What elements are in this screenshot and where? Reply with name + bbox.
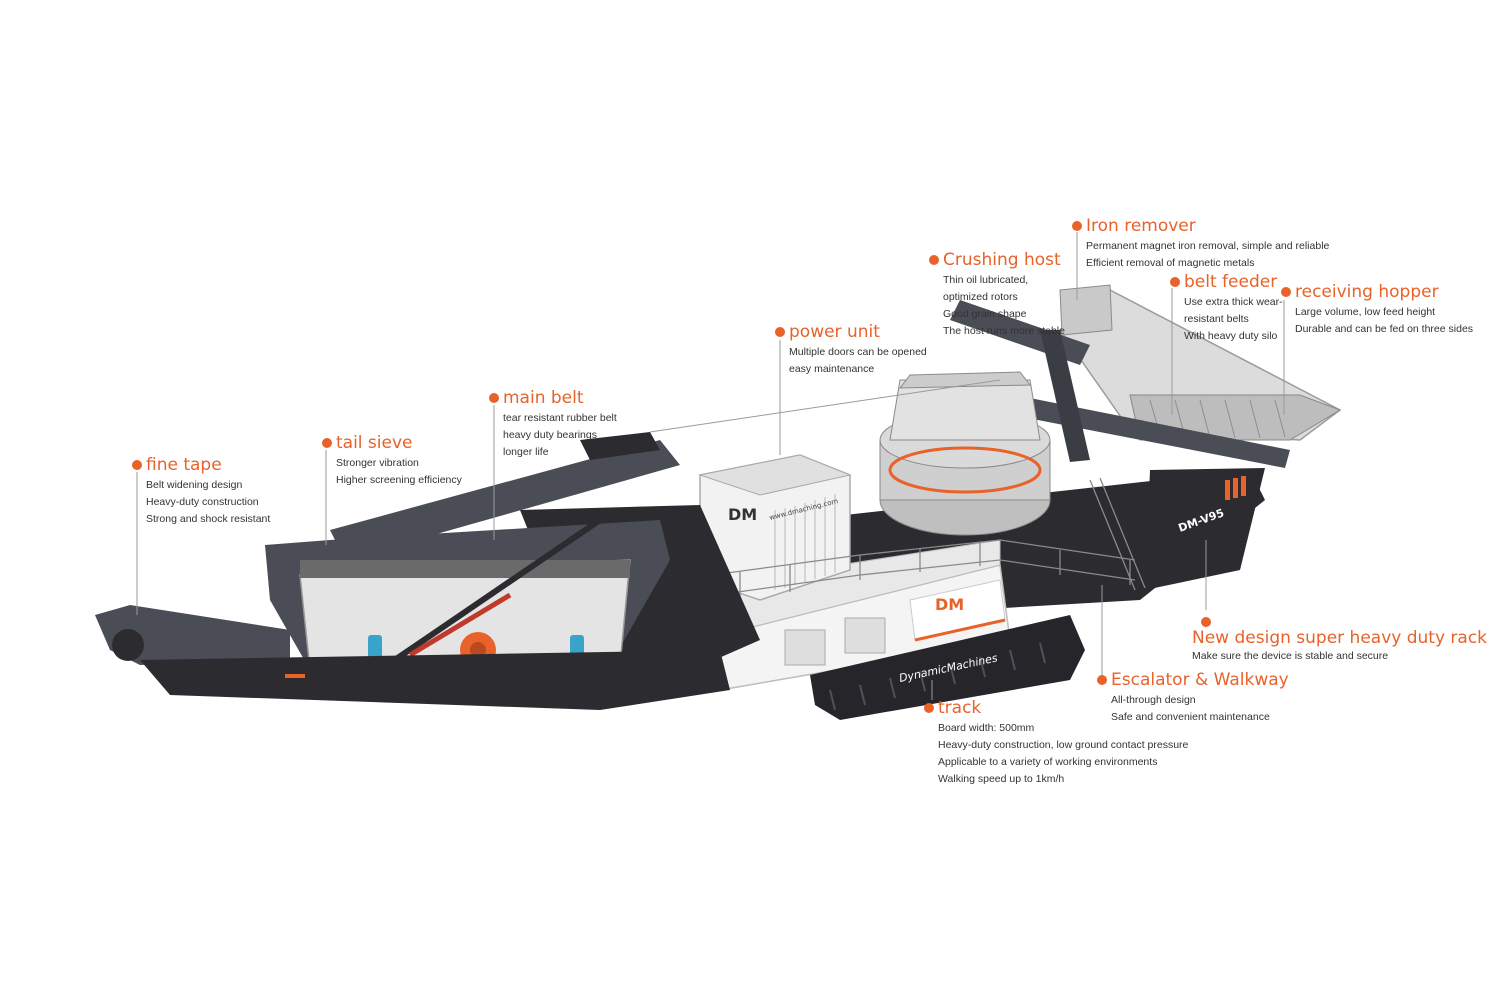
callout-lines: Stronger vibration Higher screening effi… <box>336 455 462 489</box>
fine-tape-shape <box>95 605 730 710</box>
power-unit-logo: DM <box>728 505 757 524</box>
callout-line: Efficient removal of magnetic metals <box>1086 257 1255 269</box>
callout-title: New design super heavy duty rack <box>1192 628 1488 648</box>
leader-lines <box>136 232 1285 700</box>
walkway-railing-shape <box>674 477 1146 605</box>
callout-lines: tear resistant rubber belt heavy duty be… <box>503 410 617 461</box>
callout-line: heavy duty bearings <box>503 429 597 441</box>
callout-line: Durable and can be fed on three sides <box>1295 323 1474 335</box>
track-shape: DynamicMachines <box>810 615 1085 720</box>
callout-line: Board width: 500mm <box>938 722 1035 734</box>
callout-line: Walking speed up to 1km/h <box>938 773 1065 785</box>
callout-lines: Board width: 500mm Heavy-duty constructi… <box>938 720 1188 788</box>
callout-title: Escalator & Walkway <box>1111 670 1289 690</box>
callout-line: Thin oil lubricated, <box>943 274 1029 286</box>
callout-line: Safe and convenient maintenance <box>1111 711 1270 723</box>
callout-marker <box>924 703 934 713</box>
callout-marker <box>1097 675 1107 685</box>
callout-line: Good grain shape <box>943 308 1027 320</box>
callout-line: Heavy-duty construction, low ground cont… <box>938 739 1189 751</box>
callout-lines: Multiple doors can be opened easy mainte… <box>789 344 927 378</box>
callout-line: tear resistant rubber belt <box>503 412 617 424</box>
callout-lines: Use extra thick wear- resistant belts Wi… <box>1184 294 1283 345</box>
callout-marker <box>1072 221 1082 231</box>
crushing-host-shape <box>879 371 1051 536</box>
callout-line: Stronger vibration <box>336 457 419 469</box>
callout-line: Higher screening efficiency <box>336 474 462 486</box>
body-logo: DM <box>935 595 964 614</box>
callout-line: optimized rotors <box>943 291 1018 303</box>
callout-marker <box>1170 277 1180 287</box>
callout-title: fine tape <box>146 455 222 475</box>
callout-line: The host runs more stable <box>943 325 1065 337</box>
callout-line: Heavy-duty construction <box>146 496 259 508</box>
callout-title: belt feeder <box>1184 272 1278 292</box>
callout-line: Permanent magnet iron removal, simple an… <box>1086 240 1330 252</box>
callout-line: longer life <box>503 446 549 458</box>
callout-title: Crushing host <box>943 250 1061 270</box>
callout-title: Iron remover <box>1086 216 1196 236</box>
callout-lines: Make sure the device is stable and secur… <box>1192 648 1388 665</box>
callout-line: Belt widening design <box>146 479 243 491</box>
callout-marker <box>1201 617 1211 627</box>
callout-lines: Large volume, low feed height Durable an… <box>1295 304 1473 338</box>
callout-title: track <box>938 698 982 718</box>
callout-lines: Belt widening design Heavy-duty construc… <box>146 477 270 528</box>
callout-title: receiving hopper <box>1295 282 1439 302</box>
callout-title: tail sieve <box>336 433 413 453</box>
callout-lines: Permanent magnet iron removal, simple an… <box>1086 238 1329 272</box>
callout-line: Multiple doors can be opened <box>789 346 927 358</box>
callout-title: main belt <box>503 388 584 408</box>
callout-line: Large volume, low feed height <box>1295 306 1436 318</box>
callout-marker <box>1281 287 1291 297</box>
callout-line: All-through design <box>1111 694 1196 706</box>
callout-marker <box>775 327 785 337</box>
callout-marker <box>322 438 332 448</box>
callout-lines: All-through design Safe and convenient m… <box>1111 692 1270 726</box>
callout-line: resistant belts <box>1184 313 1249 325</box>
tail-sieve-shape <box>265 517 670 673</box>
callout-line: Applicable to a variety of working envir… <box>938 756 1158 768</box>
callout-lines: Thin oil lubricated, optimized rotors Go… <box>943 272 1065 340</box>
callout-title: power unit <box>789 322 880 342</box>
power-unit-shape: DM www.dmaching.com <box>698 454 852 601</box>
callout-line: easy maintenance <box>789 363 875 375</box>
callout-line: Use extra thick wear- <box>1184 296 1283 308</box>
callout-line: Make sure the device is stable and secur… <box>1192 650 1389 662</box>
callout-marker <box>929 255 939 265</box>
callout-line: Strong and shock resistant <box>146 513 271 525</box>
callout-marker <box>132 460 142 470</box>
callout-line: With heavy duty silo <box>1184 330 1278 342</box>
callout-marker <box>489 393 499 403</box>
